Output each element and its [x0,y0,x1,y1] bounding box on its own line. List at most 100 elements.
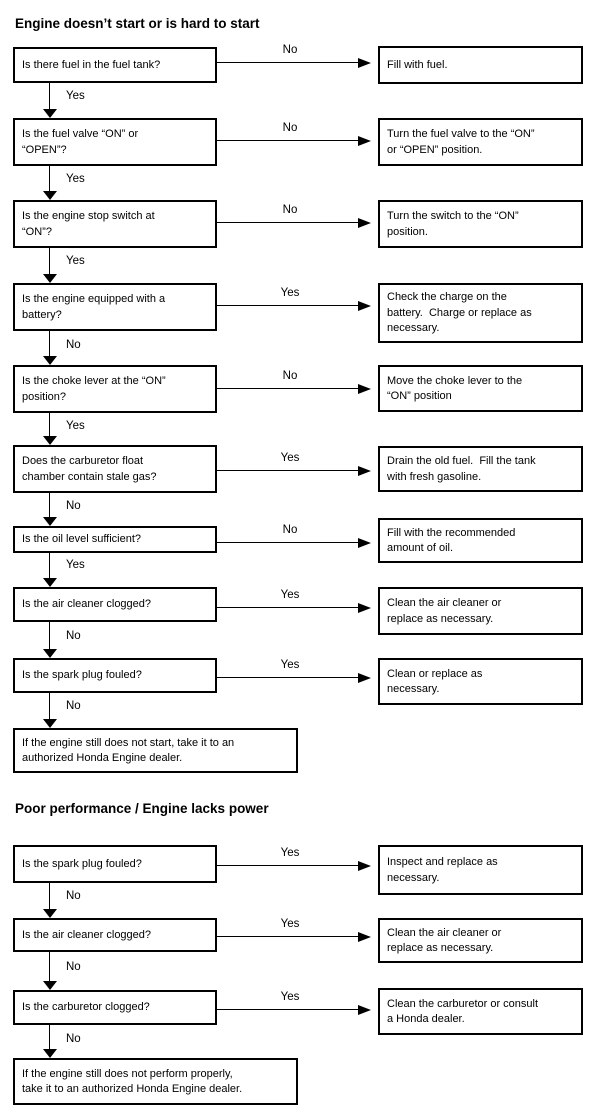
branch-label: Yes [280,991,300,1003]
answer-box: Move the choke lever to the “ON” positio… [378,365,583,412]
question-box: Is the oil level sufficient? [13,526,217,553]
down-label: No [66,961,81,973]
arrow-line-right [217,388,358,389]
arrowhead-right-icon [358,384,371,394]
arrow-line-right [217,222,358,223]
arrow-line-down [49,553,50,579]
arrowhead-down-icon [43,109,57,118]
question-box: Is the spark plug fouled? [13,845,217,883]
question-text: Is the spark plug fouled? [22,857,142,870]
arrow-line-right [217,140,358,141]
answer-text: Fill with fuel. [387,58,448,71]
branch-label: No [282,524,298,536]
branch-label: No [282,204,298,216]
arrowhead-right-icon [358,673,371,683]
arrow-line-down [49,952,50,982]
question-text: Is the air cleaner clogged? [22,928,152,941]
down-label: Yes [66,559,85,571]
answer-text: Drain the old fuel. Fill the tank with f… [387,455,536,483]
arrow-line-right [217,470,358,471]
answer-box: Clean or replace as necessary. [378,658,583,705]
arrowhead-down-icon [43,578,57,587]
arrowhead-down-icon [43,1049,57,1058]
arrow-line-down [49,693,50,720]
terminal-text: If the engine still does not start, take… [22,736,235,764]
question-box: Is the choke lever at the “ON” position? [13,365,217,413]
section2-title: Poor performance / Engine lacks power [15,801,269,816]
arrow-line-right [217,62,358,63]
arrow-line-down [49,331,50,357]
down-label: No [66,700,81,712]
answer-text: Move the choke lever to the “ON” positio… [387,374,523,402]
down-label: Yes [66,173,85,185]
arrow-line-down [49,83,50,110]
branch-label: Yes [280,589,300,601]
arrow-line-down [49,166,50,192]
arrow-line-right [217,936,358,937]
question-text: Is the choke lever at the “ON” position? [22,375,166,403]
question-text: Is there fuel in the fuel tank? [22,58,161,71]
answer-text: Inspect and replace as necessary. [387,856,498,884]
branch-label: Yes [280,918,300,930]
terminal-text: If the engine still does not perform pro… [22,1067,243,1095]
branch-label: Yes [280,847,300,859]
branch-label: No [282,370,298,382]
arrow-line-down [49,493,50,518]
arrowhead-down-icon [43,436,57,445]
answer-text: Check the charge on the battery. Charge … [387,291,532,335]
question-box: Is the spark plug fouled? [13,658,217,693]
arrowhead-right-icon [358,603,371,613]
question-text: Is the air cleaner clogged? [22,598,152,611]
question-box: Is the engine equipped with a battery? [13,283,217,331]
arrowhead-down-icon [43,517,57,526]
arrow-line-down [49,413,50,437]
arrowhead-down-icon [43,274,57,283]
answer-box: Drain the old fuel. Fill the tank with f… [378,446,583,492]
answer-box: Turn the fuel valve to the “ON” or “OPEN… [378,118,583,166]
arrow-line-down [49,248,50,275]
answer-box: Fill with the recommended amount of oil. [378,518,583,563]
answer-text: Clean the air cleaner or replace as nece… [387,597,502,625]
question-box: Is the air cleaner clogged? [13,918,217,952]
arrow-line-right [217,607,358,608]
question-box: Is the engine stop switch at “ON”? [13,200,217,248]
down-label: Yes [66,255,85,267]
arrowhead-down-icon [43,356,57,365]
arrow-line-right [217,677,358,678]
arrowhead-right-icon [358,1005,371,1015]
answer-box: Inspect and replace as necessary. [378,845,583,895]
branch-label: No [282,44,298,56]
arrowhead-right-icon [358,538,371,548]
section1-title: Engine doesn’t start or is hard to start [15,16,260,31]
branch-label: Yes [280,659,300,671]
question-text: Is the carburetor clogged? [22,1001,150,1014]
answer-text: Turn the switch to the “ON” position. [387,210,519,238]
answer-box: Check the charge on the battery. Charge … [378,283,583,343]
answer-text: Fill with the recommended amount of oil. [387,526,516,554]
answer-box: Clean the air cleaner or replace as nece… [378,918,583,963]
question-text: Is the oil level sufficient? [22,533,142,546]
question-box: Is the carburetor clogged? [13,990,217,1025]
answer-box: Clean the air cleaner or replace as nece… [378,587,583,635]
question-box: Is there fuel in the fuel tank? [13,47,217,83]
answer-box: Turn the switch to the “ON” position. [378,200,583,248]
arrowhead-down-icon [43,649,57,658]
question-text: Is the engine equipped with a battery? [22,293,166,321]
down-label: No [66,339,81,351]
arrowhead-right-icon [358,932,371,942]
answer-text: Clean the air cleaner or replace as nece… [387,926,502,954]
down-label: No [66,1033,81,1045]
answer-text: Turn the fuel valve to the “ON” or “OPEN… [387,128,535,156]
arrow-line-down [49,1025,50,1050]
arrowhead-right-icon [358,218,371,228]
arrow-line-down [49,622,50,650]
terminal-box: If the engine still does not start, take… [13,728,298,773]
down-label: Yes [66,90,85,102]
answer-text: Clean the carburetor or consult a Honda … [387,997,539,1025]
arrow-line-right [217,542,358,543]
arrowhead-right-icon [358,466,371,476]
answer-text: Clean or replace as necessary. [387,667,483,695]
arrowhead-right-icon [358,58,371,68]
question-box: Is the fuel valve “ON” or “OPEN”? [13,118,217,166]
